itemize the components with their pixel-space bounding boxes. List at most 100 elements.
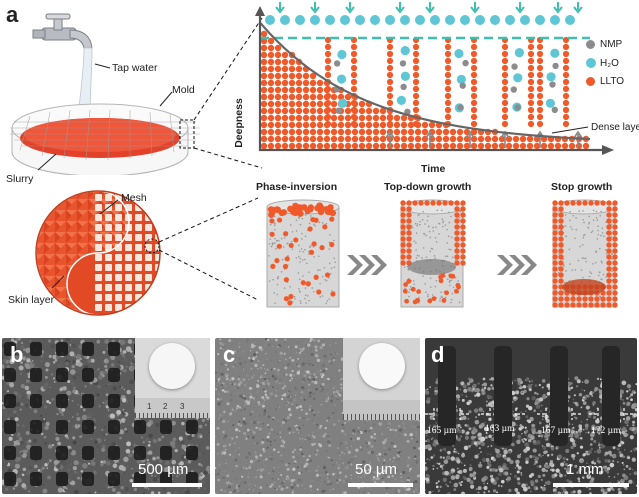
llto-particle: [400, 206, 406, 212]
llto-particle: [379, 135, 387, 143]
llto-particle: [400, 114, 408, 122]
llto-particle: [407, 142, 415, 150]
h2o-top-molecule: [400, 15, 410, 25]
llto-particle: [309, 107, 317, 115]
scale-d-bar: [553, 483, 629, 487]
llto-particle: [344, 114, 352, 122]
channel-particle: [527, 43, 535, 51]
llto-particle: [337, 128, 345, 136]
disc-leaders: [51, 197, 259, 301]
llto-particle: [281, 58, 289, 66]
llto-particle: [442, 200, 448, 206]
water-arrow: [553, 2, 563, 14]
llto-particle: [570, 302, 576, 308]
h2o-top-molecule: [265, 15, 275, 25]
llto-particle: [558, 278, 564, 284]
llto-particle: [463, 142, 471, 150]
channel-particle: [412, 50, 420, 58]
llto-particle: [295, 79, 303, 87]
llto-particle: [274, 100, 282, 108]
sem-channel: [494, 346, 512, 446]
llto-particle: [330, 107, 338, 115]
llto-particle: [302, 93, 310, 101]
nmp-molecule: [399, 60, 407, 67]
llto-particle: [460, 236, 466, 242]
llto-particle: [288, 79, 296, 87]
llto-particle: [269, 218, 275, 224]
llto-particle: [316, 135, 324, 143]
channel-particle: [324, 64, 332, 72]
channel-particle: [444, 78, 452, 86]
x-arrowhead: [602, 145, 614, 155]
llto-particle: [295, 72, 303, 80]
water-arrow: [470, 2, 480, 14]
water-arrow: [515, 2, 525, 14]
channel-particle: [386, 64, 394, 72]
h2o-top-molecule: [280, 15, 290, 25]
llto-particle: [456, 128, 464, 136]
llto-particle: [274, 107, 282, 115]
llto-particle: [552, 260, 558, 266]
llto-particle: [430, 200, 436, 206]
channel-particle: [536, 43, 544, 51]
llto-particle: [284, 256, 290, 262]
channel-particle: [324, 57, 332, 65]
llto-particle: [612, 290, 618, 296]
llto-particle: [260, 72, 268, 80]
growth-stages-illustration: [266, 199, 618, 308]
llto-particle: [454, 260, 460, 266]
channel-particle: [444, 85, 452, 93]
sem-pore: [82, 368, 94, 382]
llto-particle: [552, 290, 558, 296]
llto-particle: [274, 142, 282, 150]
llto-particle: [282, 263, 289, 270]
llto-particle: [309, 128, 317, 136]
llto-particle: [351, 135, 359, 143]
chevron-arrows-2: [497, 255, 537, 275]
llto-particle: [470, 142, 478, 150]
llto-particle: [281, 86, 289, 94]
channel-particle: [470, 85, 478, 93]
h2o-molecule: [454, 48, 464, 59]
llto-particle: [274, 135, 282, 143]
sem-pore: [4, 472, 16, 486]
channel-particle: [536, 50, 544, 58]
llto-particle: [435, 135, 443, 143]
channel-particle: [527, 92, 535, 100]
channel-particle: [412, 57, 420, 65]
llto-particle: [295, 114, 303, 122]
channel-particle: [444, 113, 452, 121]
channel-width-2: 163 µm: [485, 424, 515, 434]
llto-particle: [274, 44, 282, 52]
llto-particle: [288, 142, 296, 150]
measure-marker: [537, 408, 581, 420]
llto-particle: [358, 107, 366, 115]
sem-pore: [186, 472, 198, 486]
sem-pore: [186, 446, 198, 460]
channel-particle: [324, 43, 332, 51]
inset-photo-c: [343, 338, 420, 400]
label-mold: Mold: [172, 84, 195, 96]
llto-particle: [406, 230, 412, 236]
sem-pore: [108, 420, 120, 434]
llto-particle: [564, 302, 570, 308]
llto-particle: [594, 302, 600, 308]
llto-particle: [552, 206, 558, 212]
llto-particle: [612, 218, 618, 224]
llto-particle: [456, 284, 461, 290]
channel-particle: [527, 106, 535, 114]
channel-particle: [412, 64, 420, 72]
llto-particle: [365, 135, 373, 143]
h2o-top-molecule: [340, 15, 350, 25]
llto-particle: [400, 212, 406, 218]
sem-pore: [160, 446, 172, 460]
llto-particle: [393, 142, 401, 150]
channel-particle: [501, 50, 509, 58]
llto-particle: [606, 218, 612, 224]
channel-particle: [350, 71, 358, 79]
llto-particle: [403, 282, 409, 287]
llto-particle: [274, 65, 282, 73]
llto-particle: [278, 209, 286, 217]
llto-particle: [337, 93, 345, 101]
channel-particle: [562, 106, 570, 114]
